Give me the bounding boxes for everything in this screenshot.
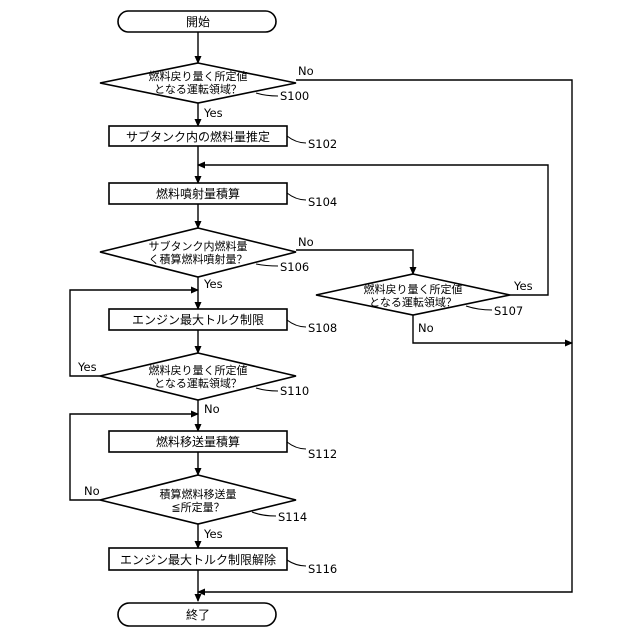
end-terminal: 終了: [118, 603, 276, 626]
end-label: 終了: [186, 607, 210, 622]
s100-ref-leader: [256, 93, 278, 96]
decision-s107: 燃料戻り量く所定値 となる運転領域？ S107: [316, 274, 523, 318]
decision-s106: サブタンク内燃料量 く積算燃料噴射量？ S106: [100, 228, 309, 277]
s114-ref: S114: [278, 510, 307, 524]
s106-no-label: No: [298, 235, 314, 249]
s104-label: 燃料噴射量積算: [156, 186, 240, 201]
s100-yes-label: Yes: [203, 106, 223, 120]
process-s108: エンジン最大トルク制限 S108: [109, 309, 337, 335]
s110-ref: S110: [280, 384, 309, 398]
s100-no-label: No: [298, 64, 314, 78]
process-s112: 燃料移送量積算 S112: [109, 431, 337, 461]
process-s102: サブタンク内の燃料量推定 S102: [109, 126, 337, 151]
decision-s100: 燃料戻り量く所定値 となる運転領域？ S100: [100, 63, 309, 103]
s116-label: エンジン最大トルク制限解除: [120, 552, 276, 567]
s104-ref-leader: [287, 193, 306, 200]
s100-line-2: となる運転領域？: [154, 82, 242, 96]
process-s116: エンジン最大トルク制限解除 S116: [109, 548, 337, 576]
s107-ref: S107: [494, 304, 523, 318]
decision-s114: 積算燃料移送量 ≦所定量？ S114: [100, 475, 307, 524]
s104-ref: S104: [308, 195, 337, 209]
s100-line-1: 燃料戻り量く所定値: [149, 69, 248, 83]
start-terminal: 開始: [118, 11, 276, 32]
decision-s110: 燃料戻り量く所定値 となる運転領域？ S110: [100, 353, 309, 400]
s114-ref-leader: [252, 512, 276, 516]
s108-ref-leader: [287, 320, 306, 327]
s114-line-1: 積算燃料移送量: [160, 487, 237, 501]
s102-ref-leader: [287, 136, 306, 143]
s102-ref: S102: [308, 137, 337, 151]
s110-yes-label: Yes: [77, 360, 97, 374]
start-label: 開始: [186, 15, 210, 29]
s114-line-2: ≦所定量？: [171, 500, 224, 514]
s114-yes-label: Yes: [203, 527, 223, 541]
s107-ref-leader: [466, 306, 492, 310]
s108-label: エンジン最大トルク制限: [132, 313, 264, 327]
s108-ref: S108: [308, 321, 337, 335]
s107-yes-label: Yes: [513, 279, 533, 293]
s110-no-label: No: [204, 402, 220, 416]
s107-line-2: となる運転領域？: [369, 295, 457, 309]
s106-yes-label: Yes: [203, 277, 223, 291]
s112-ref: S112: [308, 447, 337, 461]
s110-line-2: となる運転領域？: [154, 376, 242, 390]
s116-ref: S116: [308, 562, 337, 576]
arrow-s100-no: [198, 80, 572, 592]
s112-ref-leader: [287, 442, 306, 449]
s112-label: 燃料移送量積算: [156, 434, 240, 449]
s100-ref: S100: [280, 89, 309, 103]
arrow-s107-no: [413, 315, 572, 343]
s106-ref: S106: [280, 260, 309, 274]
s110-ref-leader: [256, 388, 278, 391]
process-s104: 燃料噴射量積算 S104: [109, 183, 337, 209]
s107-line-1: 燃料戻り量く所定値: [364, 282, 463, 296]
s106-ref-leader: [256, 264, 278, 266]
s106-line-1: サブタンク内燃料量: [149, 239, 248, 253]
s110-line-1: 燃料戻り量く所定値: [149, 363, 248, 377]
s102-label: サブタンク内の燃料量推定: [126, 129, 270, 144]
s114-no-label: No: [84, 484, 100, 498]
s107-no-label: No: [418, 321, 434, 335]
s116-ref-leader: [287, 560, 306, 566]
s106-line-2: く積算燃料噴射量？: [149, 252, 248, 266]
arrow-s106-no: [296, 250, 413, 274]
